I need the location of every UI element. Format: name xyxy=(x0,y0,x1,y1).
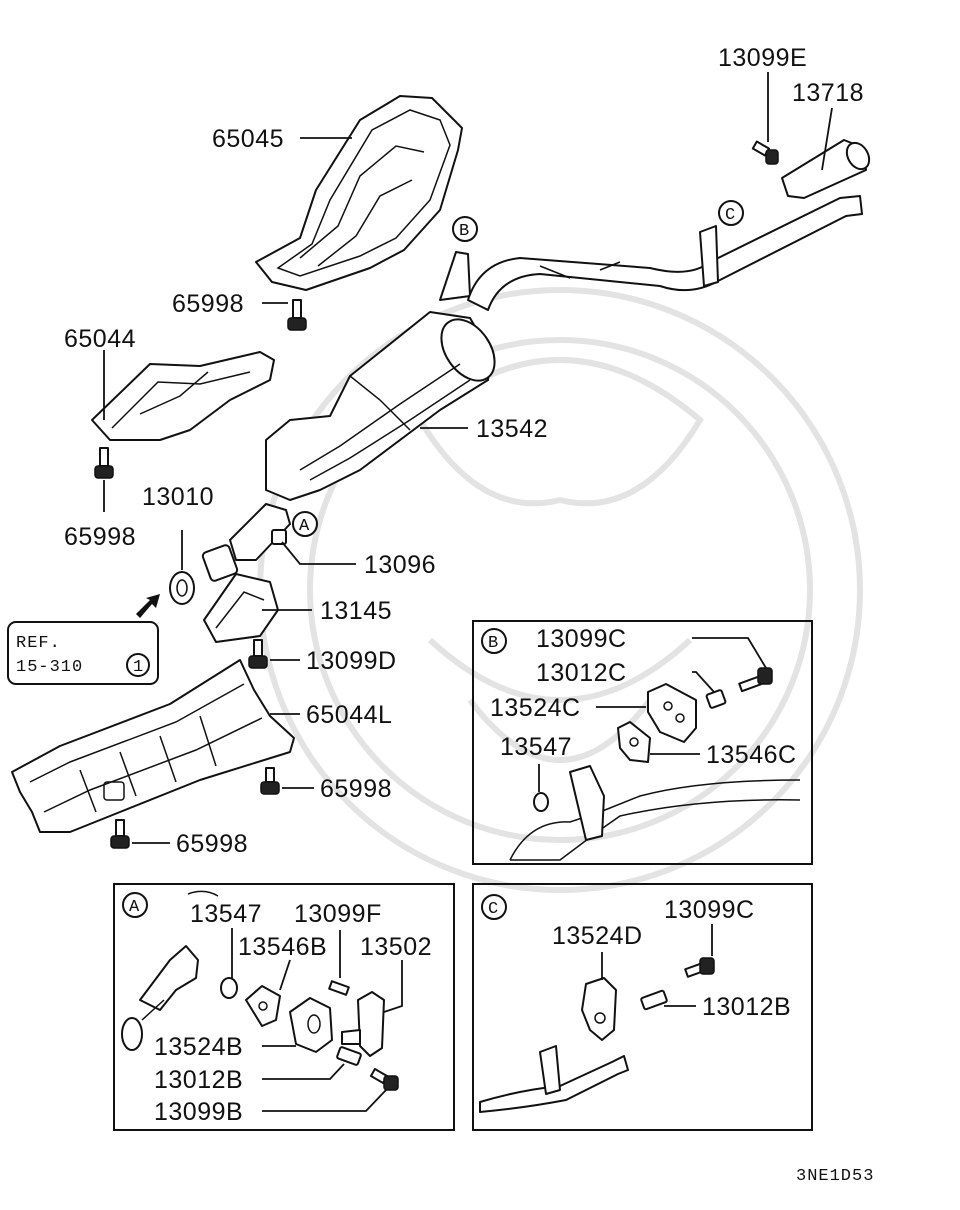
bolt-13099f[interactable] xyxy=(328,980,350,996)
gasket-13010[interactable] xyxy=(169,571,195,605)
label-13099e: 13099E xyxy=(718,44,807,72)
label-13099d: 13099D xyxy=(306,647,397,675)
label-65998-b: 65998 xyxy=(64,523,136,551)
diagram-code: 3NE1D53 xyxy=(796,1167,874,1186)
ref-number: 1 xyxy=(133,658,144,677)
tail-pipe-cutter-13718[interactable] xyxy=(781,139,874,199)
bolt-65998-c[interactable] xyxy=(260,767,280,795)
leader-13718 xyxy=(821,107,833,171)
label-13547-a: 13547 xyxy=(190,900,262,928)
callout-a-main: A xyxy=(292,511,318,537)
heat-protector-65045[interactable] xyxy=(255,95,463,291)
svg-text:C: C xyxy=(725,206,736,225)
callout-b: B xyxy=(452,216,478,242)
label-13096: 13096 xyxy=(364,551,436,579)
leader-13099b xyxy=(262,1089,387,1112)
detail-b-badge: B xyxy=(488,634,499,653)
bolt-13099d[interactable] xyxy=(248,639,268,669)
hanger-rubber-13524b[interactable] xyxy=(289,997,333,1053)
label-13524d: 13524D xyxy=(552,922,643,950)
detail-c-panel: C 13524D 13099C 13012B xyxy=(472,883,813,1131)
detail-c-badge: C xyxy=(488,900,499,919)
bolt-13099e[interactable] xyxy=(751,140,779,165)
ref-arrow-icon xyxy=(136,594,160,618)
label-13012b-c: 13012B xyxy=(702,993,791,1021)
leader-13012b-a xyxy=(262,1063,345,1080)
svg-text:A: A xyxy=(299,517,310,536)
hanger-plate-13546b[interactable] xyxy=(245,985,281,1027)
ref-line2: 15-310 xyxy=(16,658,83,677)
hanger-bracket-13502[interactable] xyxy=(341,991,385,1057)
leader-13099c-b xyxy=(692,637,767,669)
main-muffler-13542[interactable] xyxy=(265,310,506,501)
front-pipe-flange[interactable] xyxy=(201,503,291,582)
label-13010: 13010 xyxy=(142,483,214,511)
hanger-rubber-13524c[interactable] xyxy=(647,683,697,743)
label-65998-d: 65998 xyxy=(176,830,248,858)
detail-b-panel: B 13099C 13012C 13524C 13546C xyxy=(472,620,813,865)
bolt-13099b[interactable] xyxy=(369,1068,399,1091)
detail-a-panel: A 13547 13546B 13099F 13502 xyxy=(113,883,455,1131)
exhaust-tail-pipe[interactable] xyxy=(467,195,863,311)
detail-b-pipe xyxy=(509,779,801,861)
label-13546c: 13546C xyxy=(706,741,797,769)
label-13099b: 13099B xyxy=(154,1098,243,1126)
label-65044l: 65044L xyxy=(306,701,392,729)
label-65045: 65045 xyxy=(212,125,284,153)
label-65998-c: 65998 xyxy=(320,775,392,803)
bolt-65998-b[interactable] xyxy=(94,447,114,479)
muffler-hanger-bracket-b[interactable] xyxy=(439,251,471,301)
label-13145: 13145 xyxy=(320,597,392,625)
detail-a-badge: A xyxy=(129,898,140,917)
detail-b-bracket xyxy=(569,765,605,841)
label-13547-b: 13547 xyxy=(500,733,572,761)
label-13099c-b: 13099C xyxy=(536,625,627,653)
pin-13012b-c[interactable] xyxy=(640,989,668,1011)
ref-box[interactable]: REF. 15-310 1 xyxy=(7,621,159,685)
bolt-65998-d[interactable] xyxy=(110,819,130,849)
heat-protector-13145[interactable] xyxy=(203,573,279,643)
svg-text:B: B xyxy=(459,222,470,241)
detail-a-pipe xyxy=(121,945,199,1051)
leader-13012c xyxy=(692,671,715,693)
pin-13012b-a[interactable] xyxy=(336,1046,362,1066)
label-13718: 13718 xyxy=(792,79,864,107)
hanger-plate-13546c[interactable] xyxy=(617,721,651,763)
hanger-rubber-13524d[interactable] xyxy=(581,977,617,1041)
label-65044: 65044 xyxy=(64,325,136,353)
nut-13096[interactable] xyxy=(271,529,287,545)
bolt-13099c-c[interactable] xyxy=(684,957,715,978)
leader-13502 xyxy=(383,960,403,1013)
label-13524c: 13524C xyxy=(490,694,581,722)
washer-13547-a[interactable] xyxy=(220,977,238,999)
detail-c-pipe xyxy=(479,1045,629,1113)
heat-protector-65044[interactable] xyxy=(91,351,275,441)
label-13546b: 13546B xyxy=(238,933,327,961)
label-13524b: 13524B xyxy=(154,1033,243,1061)
tail-pipe-hanger-bracket-c[interactable] xyxy=(699,225,719,287)
label-13099c-c: 13099C xyxy=(664,896,755,924)
ref-line1: REF. xyxy=(16,634,61,653)
leader-13546b xyxy=(279,959,291,991)
label-13502: 13502 xyxy=(360,933,432,961)
leader-13096 xyxy=(281,541,356,565)
pin-13012c[interactable] xyxy=(705,689,727,709)
heat-protector-65044l[interactable] xyxy=(11,659,295,833)
label-13099f: 13099F xyxy=(294,900,382,928)
bolt-65998-a[interactable] xyxy=(287,299,307,331)
callout-c: C xyxy=(718,200,744,226)
label-13012c: 13012C xyxy=(536,659,627,687)
bolt-13099c-b[interactable] xyxy=(738,667,773,693)
label-65998-a: 65998 xyxy=(172,290,244,318)
label-13012b-a: 13012B xyxy=(154,1066,243,1094)
washer-13547-b[interactable] xyxy=(533,792,549,812)
label-13542: 13542 xyxy=(476,415,548,443)
